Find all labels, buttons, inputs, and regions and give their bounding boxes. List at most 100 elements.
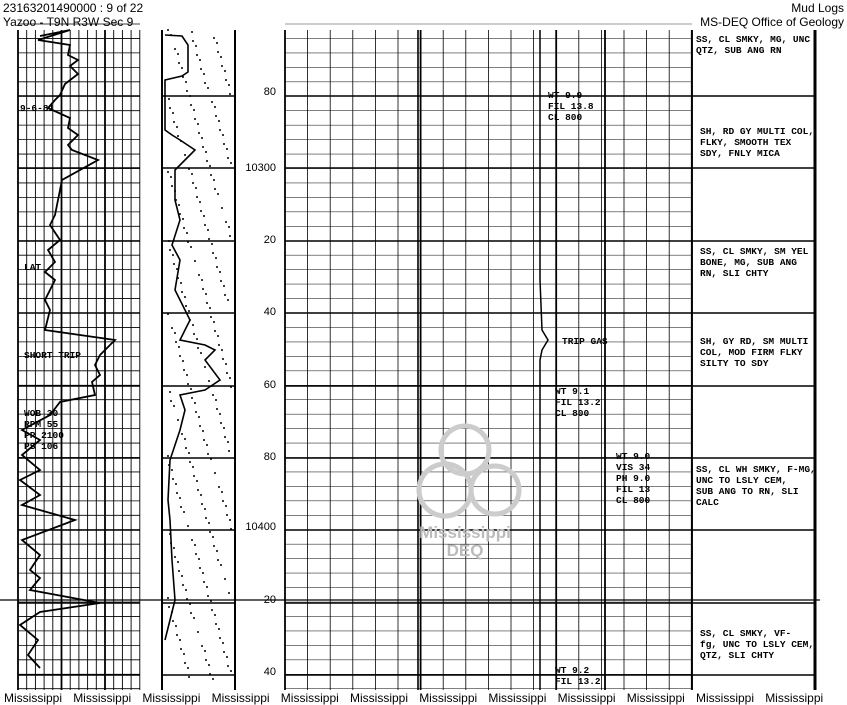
sand-dot — [227, 665, 229, 667]
sand-dot — [171, 185, 173, 187]
lithology-description: SS, CL SMKY, MG, UNC QTZ, SUB ANG RN — [696, 34, 811, 56]
pump-strokes-annotation: PS 106 — [24, 441, 59, 452]
date-annotation: 9-6-81 — [20, 103, 55, 114]
sand-dot — [178, 204, 180, 206]
mud-note-line: VIS 34 — [616, 462, 651, 473]
sand-dot — [200, 494, 202, 496]
sand-dot — [194, 402, 196, 404]
sand-dot — [193, 475, 195, 477]
sand-dot — [211, 243, 213, 245]
sand-dot — [201, 279, 203, 281]
depth-label: 10300 — [245, 162, 276, 174]
sand-dot — [214, 106, 216, 108]
sand-dot — [195, 411, 197, 413]
sand-dot — [176, 268, 178, 270]
sand-dot — [203, 439, 205, 441]
sand-dot — [183, 511, 185, 513]
sand-dot — [200, 352, 202, 354]
sand-dot — [196, 54, 198, 56]
mud-note-line: FIL 13.2 — [555, 676, 601, 687]
footer-label: Mississippi — [765, 691, 824, 705]
sand-dot — [216, 408, 218, 410]
lithology-description: SS, CL SMKY, SM YEL BONE, MG, SUB ANG RN… — [700, 246, 809, 279]
sand-dot — [198, 274, 200, 276]
sand-dot — [167, 455, 169, 457]
footer-label: Mississippi — [73, 691, 132, 705]
sand-dot — [225, 505, 227, 507]
sand-dot — [193, 109, 195, 111]
short-trip-annotation: SHORT TRIP — [24, 350, 82, 361]
sand-dot — [224, 70, 226, 72]
footer-label: Mississippi — [211, 691, 270, 705]
footer-label: Mississippi — [419, 691, 478, 705]
sand-dot — [197, 123, 199, 125]
sand-dot — [206, 302, 208, 304]
sand-dot — [185, 447, 187, 449]
mud-note-line: WT 9.1 — [555, 386, 590, 397]
sand-dot — [199, 201, 201, 203]
pump-pressure-annotation: PP 2100 — [24, 430, 64, 441]
sand-dot — [178, 62, 180, 64]
sand-dot — [220, 422, 222, 424]
lithology-description: SH, RD GY MULTI COL, FLKY, SMOOTH TEX SD… — [700, 126, 815, 159]
sand-dot — [176, 492, 178, 494]
depth-label: 40 — [263, 666, 276, 678]
sand-dot — [183, 653, 185, 655]
sand-dot — [229, 519, 231, 521]
sand-dot — [219, 637, 221, 639]
sand-dot — [228, 84, 230, 86]
sand-dot — [208, 664, 210, 666]
sand-dot — [208, 238, 210, 240]
sand-dot — [192, 466, 194, 468]
sand-dot — [196, 196, 198, 198]
sand-dot — [223, 427, 225, 429]
sand-dot — [190, 388, 192, 390]
sand-dot — [218, 628, 220, 630]
sand-dot — [226, 148, 228, 150]
footer-label: Mississippi — [488, 691, 547, 705]
sand-dot — [205, 151, 207, 153]
sand-dot — [171, 469, 173, 471]
sand-dot — [207, 87, 209, 89]
mud-note-line: CL 800 — [616, 495, 651, 506]
sand-dot — [182, 218, 184, 220]
sand-dot — [210, 174, 212, 176]
rpm-annotation: RPM 55 — [24, 419, 59, 430]
sand-dot — [218, 120, 220, 122]
sand-dot — [208, 522, 210, 524]
sand-dot — [181, 291, 183, 293]
sand-dot — [230, 162, 232, 164]
trip-gas-annotation: TRIP GAS — [562, 336, 608, 347]
sand-dot — [212, 394, 214, 396]
sand-dot — [208, 380, 210, 382]
sand-dot — [213, 37, 215, 39]
sand-dot — [205, 517, 207, 519]
sand-dot — [223, 143, 225, 145]
sand-dot — [195, 45, 197, 47]
lateral-annotation: LAT — [24, 262, 42, 273]
agency-name: MS-DEQ Office of Geology — [700, 15, 844, 29]
sand-dot — [204, 508, 206, 510]
lithology-description: SS, CL SMKY, VF- fg, UNC TO LSLY CEM, QT… — [700, 628, 815, 661]
gas-curve — [539, 30, 549, 690]
sand-dot — [177, 561, 179, 563]
sand-dot — [221, 207, 223, 209]
mud-note: WT 9.2 FIL 13.2 — [555, 665, 601, 687]
sand-dot — [181, 67, 183, 69]
sand-dot — [176, 634, 178, 636]
sand-dot — [189, 461, 191, 463]
sand-dot — [173, 547, 175, 549]
mud-note: WT 9.9 FIL 13.8 CL 800 — [548, 90, 594, 123]
sand-dot — [203, 73, 205, 75]
sand-dot — [191, 173, 193, 175]
sand-dot — [220, 564, 222, 566]
sand-dot — [181, 433, 183, 435]
sand-dot — [226, 656, 228, 658]
sand-dot — [179, 213, 181, 215]
sand-dot — [177, 419, 179, 421]
sand-dot — [173, 405, 175, 407]
depth-label: 10400 — [245, 521, 276, 533]
sand-dot — [171, 327, 173, 329]
footer-label: Mississippi — [557, 691, 616, 705]
sand-dot — [207, 229, 209, 231]
